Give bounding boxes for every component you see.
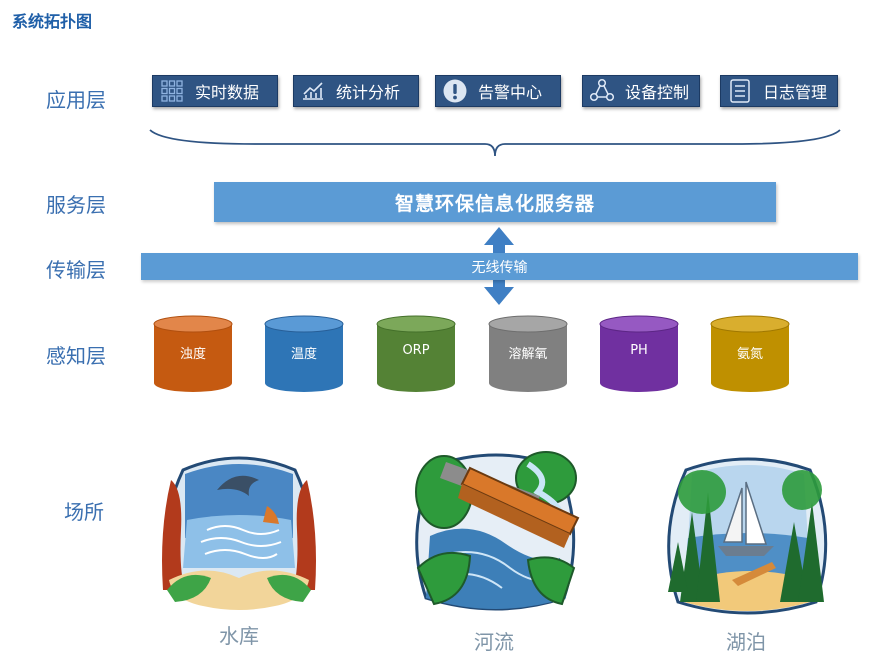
app-button-alarm-center[interactable]: 告警中心 (435, 75, 561, 107)
transport-label: 无线传输 (471, 259, 528, 276)
sensor-label: PH (630, 343, 648, 358)
lake-icon (667, 457, 828, 615)
layer-label-service: 服务层 (46, 193, 106, 217)
sensor-cylinder-orp: ORP (376, 315, 456, 393)
layer-label-sensing: 感知层 (46, 344, 106, 368)
app-button-label: 日志管理 (763, 83, 828, 102)
sensor-cylinder-ammonia: 氨氮 (710, 315, 790, 393)
page-title: 系统拓扑图 (12, 12, 93, 31)
sensor-label: ORP (402, 343, 430, 358)
app-button-statistics[interactable]: 统计分析 (293, 75, 419, 107)
server-label: 智慧环保信息化服务器 (394, 192, 595, 215)
site-label-river: 河流 (474, 630, 514, 654)
app-button-realtime-data[interactable]: 实时数据 (152, 75, 278, 107)
app-button-label: 告警中心 (478, 83, 543, 102)
app-layer-brace (149, 129, 841, 157)
alert-icon (440, 76, 470, 106)
sensor-cylinder-turbidity: 浊度 (153, 315, 233, 393)
server-bar: 智慧环保信息化服务器 (214, 182, 776, 222)
app-button-log-management[interactable]: 日志管理 (720, 75, 838, 107)
sensor-label: 浊度 (179, 347, 206, 362)
layer-label-app: 应用层 (46, 88, 106, 112)
sensor-cylinder-dissolved-oxygen: 溶解氧 (488, 315, 568, 393)
chart-icon (298, 76, 328, 106)
app-button-label: 实时数据 (195, 83, 260, 102)
sensor-label: 溶解氧 (508, 347, 548, 362)
layer-label-transport: 传输层 (46, 258, 106, 282)
transport-bar: 无线传输 (141, 253, 858, 280)
site-label-reservoir: 水库 (219, 624, 259, 648)
sensor-cylinder-ph: PH (599, 315, 679, 393)
reservoir-icon (162, 456, 316, 610)
app-button-device-control[interactable]: 设备控制 (582, 75, 700, 107)
river-icon (415, 451, 580, 611)
app-button-label: 设备控制 (625, 83, 690, 102)
sensor-label: 氨氮 (736, 347, 763, 362)
layer-label-site: 场所 (64, 500, 104, 524)
sensor-label: 温度 (290, 347, 317, 362)
sensor-cylinder-temperature: 温度 (264, 315, 344, 393)
list-icon (725, 76, 755, 106)
app-button-label: 统计分析 (336, 83, 401, 102)
grid-icon (157, 76, 187, 106)
site-label-lake: 湖泊 (726, 630, 766, 654)
network-icon (587, 76, 617, 106)
